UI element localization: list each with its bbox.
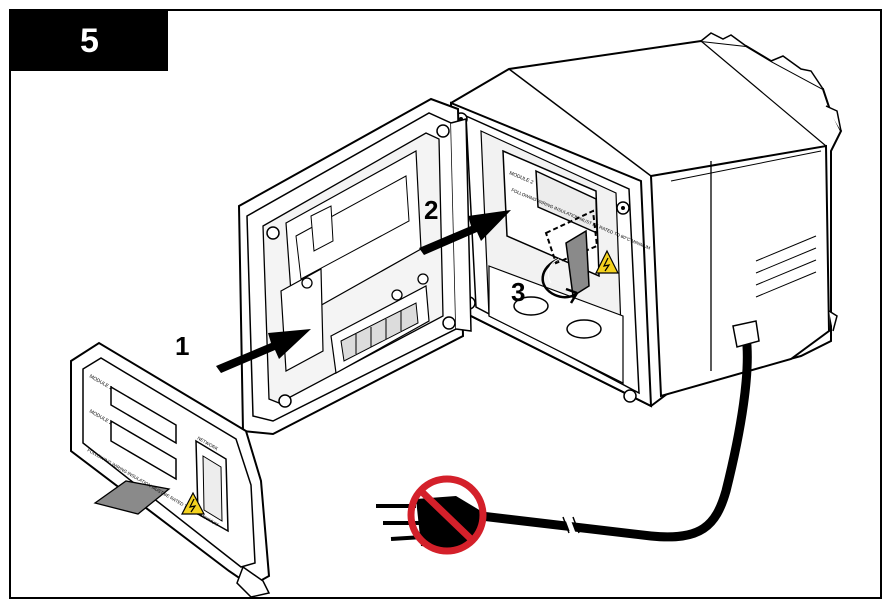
no-power-plug-icon <box>376 475 487 555</box>
rotate-arrow-icon <box>541 257 579 304</box>
cover-plate <box>70 341 271 597</box>
callout-1: 1 <box>175 331 189 361</box>
step-number-badge: 5 <box>11 11 168 71</box>
power-cord <box>476 320 760 542</box>
enclosure-door <box>237 97 472 436</box>
diagram-frame: MODULE 2 FOLLOWING WIRING INSULATION MUS… <box>9 9 882 599</box>
callout-2: 2 <box>424 195 438 225</box>
instrument-installation-diagram: MODULE 2 FOLLOWING WIRING INSULATION MUS… <box>70 32 843 597</box>
cover-warning-triangle-icon <box>181 491 205 515</box>
callout-3: 3 <box>511 277 525 307</box>
warning-triangle-icon <box>595 249 619 274</box>
insert-arrow-1 <box>216 329 311 373</box>
insert-arrow-2 <box>419 210 511 255</box>
